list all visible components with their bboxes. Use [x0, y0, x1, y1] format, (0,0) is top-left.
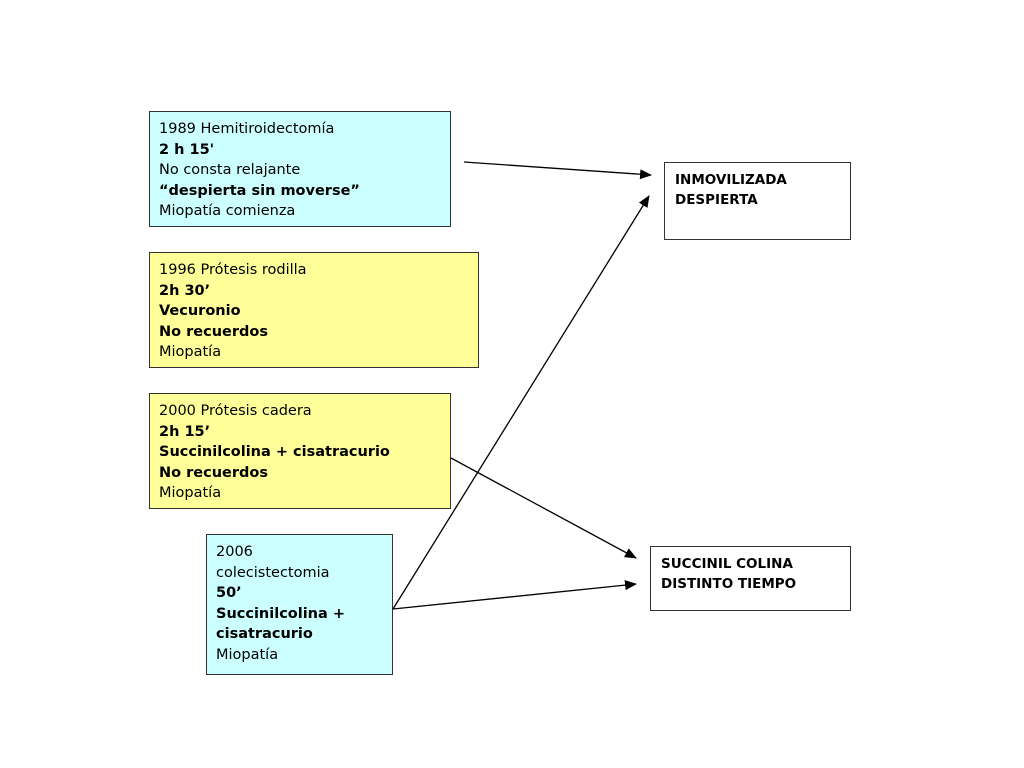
case-1989-myopathy: Miopatía comienza [159, 203, 296, 219]
arrow-2006-to-succinil [392, 580, 637, 610]
case-2006-relaxant-1: Succinilcolina + [216, 605, 345, 622]
case-2000-memory: No recuerdos [159, 464, 269, 481]
case-2000-title: 2000 Prótesis cadera [159, 403, 312, 419]
case-1989-relaxant: No consta relajante [159, 162, 301, 178]
case-2000-myopathy: Miopatía [159, 485, 222, 501]
case-2000-box: 2000 Prótesis cadera 2h 15’ Succinilcoli… [149, 393, 451, 509]
result-succinil-line2: DISTINTO TIEMPO [661, 576, 797, 592]
case-2006-myopathy: Miopatía [216, 646, 279, 663]
case-1996-myopathy: Miopatía [159, 344, 222, 360]
case-1996-title: 1996 Prótesis rodilla [159, 262, 307, 278]
arrow-2006-to-inmovilizada [392, 195, 650, 610]
result-succinil-line1: SUCCINIL COLINA [661, 556, 793, 572]
result-succinil-box: SUCCINIL COLINA DISTINTO TIEMPO [650, 546, 851, 611]
arrow-1989-to-inmovilizada [463, 161, 652, 180]
case-1989-box: 1989 Hemitiroidectomía 2 h 15' No consta… [149, 111, 451, 227]
case-2006-duration: 50’ [216, 585, 242, 601]
case-2006-relaxant-2: cisatracurio [216, 626, 313, 642]
case-1996-relaxant: Vecuronio [159, 303, 241, 319]
arrow-2000-to-succinil [450, 457, 637, 559]
case-1996-memory: No recuerdos [159, 323, 269, 340]
result-inmovilizada-box: INMOVILIZADA DESPIERTA [664, 162, 851, 240]
case-2006-box: 2006 colecistectomia 50’ Succinilcolina … [206, 534, 393, 675]
case-1989-duration: 2 h 15' [159, 141, 215, 158]
case-1989-title: 1989 Hemitiroidectomía [159, 121, 335, 137]
case-1989-quote: “despierta sin moverse” [159, 182, 360, 199]
case-2000-duration: 2h 15’ [159, 423, 211, 440]
case-1996-duration: 2h 30’ [159, 282, 211, 299]
case-2006-year: 2006 [216, 544, 253, 560]
result-inmovilizada-line2: DESPIERTA [675, 192, 758, 208]
case-2006-procedure: colecistectomia [216, 564, 330, 581]
case-1996-box: 1996 Prótesis rodilla 2h 30’ Vecuronio N… [149, 252, 479, 368]
case-2000-relaxant: Succinilcolina + cisatracurio [159, 444, 390, 460]
result-inmovilizada-line1: INMOVILIZADA [675, 172, 787, 188]
